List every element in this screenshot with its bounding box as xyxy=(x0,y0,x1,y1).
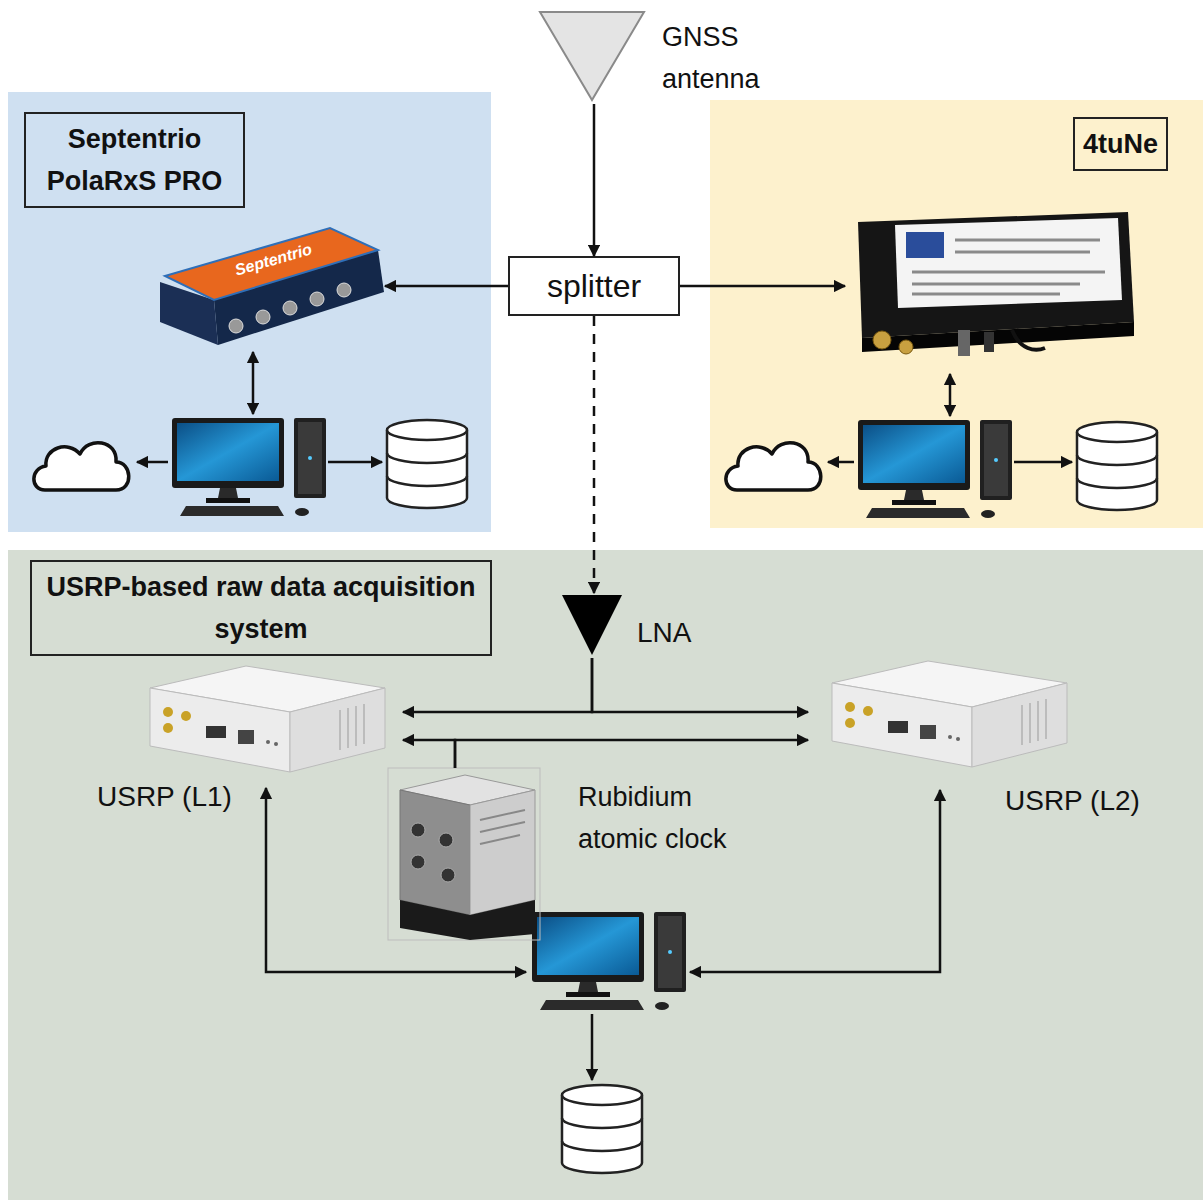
workstation-icons xyxy=(1077,422,1157,510)
rubidium-clock xyxy=(441,868,455,882)
workstation-icons xyxy=(562,1085,642,1173)
node-label: splitter xyxy=(512,260,676,312)
node-label: 4tuNe xyxy=(1073,117,1168,171)
data-arrows xyxy=(949,374,952,416)
rubidium-clock xyxy=(388,768,540,940)
data-arrows xyxy=(137,352,1072,1080)
data-arrows xyxy=(137,461,168,464)
4tune-receiver xyxy=(984,332,994,352)
data-arrows xyxy=(328,461,382,464)
signal-connector xyxy=(403,658,592,712)
4tune-receiver xyxy=(858,212,1134,338)
node-label: Rubidium atomic clock xyxy=(578,776,728,860)
4tune-receiver xyxy=(873,331,891,349)
rubidium-clock xyxy=(400,790,470,915)
usrp-device xyxy=(832,661,1067,767)
septentrio-receiver xyxy=(256,310,270,324)
data-arrows xyxy=(252,352,255,414)
workstation-icons xyxy=(34,418,1157,1173)
4tune-receiver xyxy=(906,232,944,258)
rubidium-clock xyxy=(470,790,535,915)
signal-connector xyxy=(680,285,845,288)
rubidium-clock xyxy=(388,768,540,940)
data-arrows xyxy=(690,790,940,972)
antenna-symbol xyxy=(540,12,644,100)
signal-connector xyxy=(385,285,508,288)
4tune-receiver xyxy=(895,218,1122,308)
node-label: GNSS antenna xyxy=(662,16,792,100)
rubidium-clock xyxy=(400,900,535,940)
node-label: LNA xyxy=(637,612,851,654)
rubidium-clock xyxy=(439,833,453,847)
signal-connector xyxy=(593,104,596,256)
4tune-receiver xyxy=(899,340,913,354)
node-label: USRP (L1) xyxy=(97,776,410,818)
data-arrows xyxy=(266,788,526,972)
rubidium-clock xyxy=(411,823,425,837)
rubidium-clock xyxy=(480,810,525,844)
workstation-icons xyxy=(172,418,326,516)
septentrio-receiver xyxy=(310,292,324,306)
septentrio-receiver xyxy=(165,228,378,300)
signal-connector xyxy=(403,740,455,768)
data-arrows xyxy=(591,1014,594,1080)
node-label: USRP (L2) xyxy=(1005,780,1203,822)
4tune-receiver xyxy=(912,240,1105,294)
septentrio-receiver xyxy=(229,319,243,333)
4tune-receiver xyxy=(1012,330,1045,350)
data-arrows xyxy=(828,461,854,464)
usrp-device xyxy=(150,666,385,772)
rubidium-clock xyxy=(411,855,425,869)
node-label: USRP-based raw data acquisition system xyxy=(30,560,492,656)
workstation-icons xyxy=(532,912,686,1010)
septentrio-receiver xyxy=(160,228,384,345)
signal-connector xyxy=(592,658,808,712)
septentrio-receiver xyxy=(283,301,297,315)
node-label: Septentrio PolaRxS PRO xyxy=(24,112,245,208)
signal-connector xyxy=(593,316,596,593)
workstation-icons xyxy=(726,443,821,490)
workstation-icons xyxy=(387,420,467,508)
amplifier-symbol xyxy=(562,595,622,655)
signal-connector xyxy=(455,740,808,768)
4tune-receiver xyxy=(858,212,1134,356)
workstation-icons xyxy=(34,443,129,490)
septentrio-receiver xyxy=(337,283,351,297)
4tune-receiver xyxy=(958,330,970,356)
workstation-icons xyxy=(858,420,1012,518)
splitter-box: splitter xyxy=(508,256,680,316)
data-arrows xyxy=(1014,461,1072,464)
